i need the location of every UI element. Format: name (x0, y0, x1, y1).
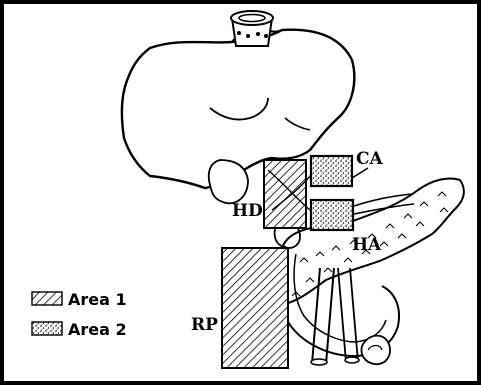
mesenteric-vessels (311, 268, 359, 365)
area1-retropancreatic (222, 248, 288, 368)
label-rp: RP (191, 315, 218, 335)
legend-swatch-area1 (32, 292, 62, 305)
area2-celiac (311, 156, 352, 186)
label-ha: HA (352, 235, 382, 255)
legend-label-area1: Area 1 (68, 290, 127, 309)
gallbladder (209, 160, 248, 203)
area1-hepatoduodenal (264, 160, 306, 228)
jejunum (362, 336, 391, 365)
legend: Area 1 Area 2 (32, 290, 127, 339)
area2-hepatic-artery (311, 200, 353, 230)
legend-label-area2: Area 2 (68, 320, 127, 339)
legend-swatch-area2 (32, 322, 62, 335)
label-ca: CA (356, 149, 384, 169)
label-hd: HD (232, 201, 263, 221)
vena-cava (231, 11, 273, 46)
